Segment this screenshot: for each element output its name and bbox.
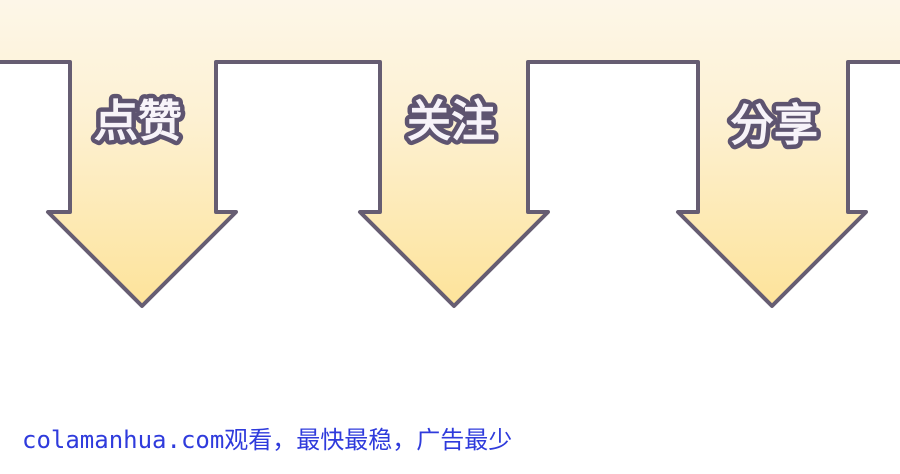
site-link[interactable]: colamanhua.com观看，最快最稳，广告最少 <box>22 426 513 454</box>
arrow-like[interactable]: 点赞 <box>90 92 187 152</box>
arrow-label-follow: 关注 <box>407 96 495 147</box>
arrow-follow[interactable]: 关注 <box>403 92 500 152</box>
arrow-label-like: 点赞 <box>94 96 182 147</box>
arrow-share[interactable]: 分享 <box>726 96 823 156</box>
banner-shape <box>0 0 900 308</box>
arrow-label-share: 分享 <box>730 100 818 151</box>
site-footer: colamanhua.com观看，最快最稳，广告最少 <box>22 424 512 456</box>
